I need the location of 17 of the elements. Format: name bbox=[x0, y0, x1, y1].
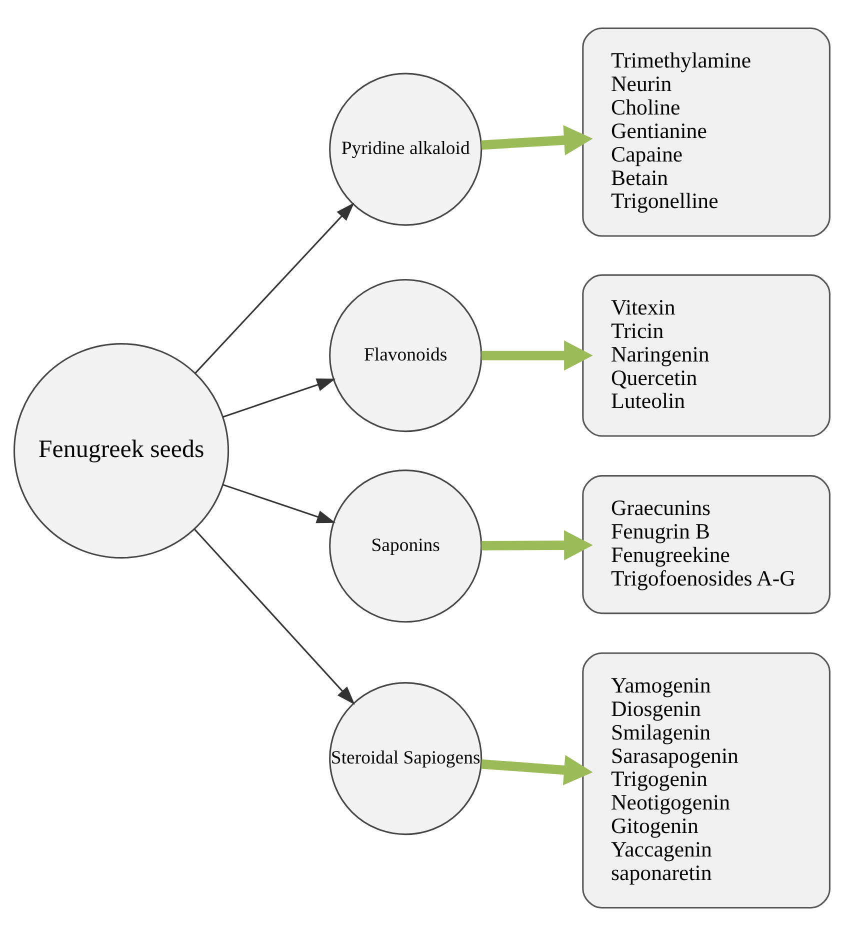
node-circle: Fenugreek seeds bbox=[14, 342, 230, 558]
arrow bbox=[222, 484, 336, 523]
node-box: Vitexin Tricin Naringenin Quercetin Luteolin bbox=[582, 274, 830, 436]
arrow bbox=[194, 528, 355, 704]
node-circle: Flavonoids bbox=[329, 278, 482, 432]
node-box: Graecunins Fenugrin B Fenugreekine Trigofoenosides A-G bbox=[582, 474, 830, 614]
arrow bbox=[481, 754, 593, 785]
arrow bbox=[481, 124, 593, 155]
node-box: Yamogenin Diosgenin Smilagenin Sarasapogenin Trigogenin Neotigogenin Gitogenin Yaccagenin saponaretin bbox=[582, 652, 830, 908]
node-circle: Saponins bbox=[329, 469, 482, 622]
arrow bbox=[222, 378, 336, 418]
node-circle: Pyridine alkaloid bbox=[329, 72, 482, 226]
arrow bbox=[194, 202, 354, 374]
arrow bbox=[481, 340, 593, 370]
node-box: Trimethylamine Neurin Choline Gentianine Capaine Betain Trigonelline bbox=[582, 26, 830, 236]
arrow bbox=[481, 530, 593, 560]
node-circle: Steroidal Sapiogens bbox=[329, 682, 482, 835]
